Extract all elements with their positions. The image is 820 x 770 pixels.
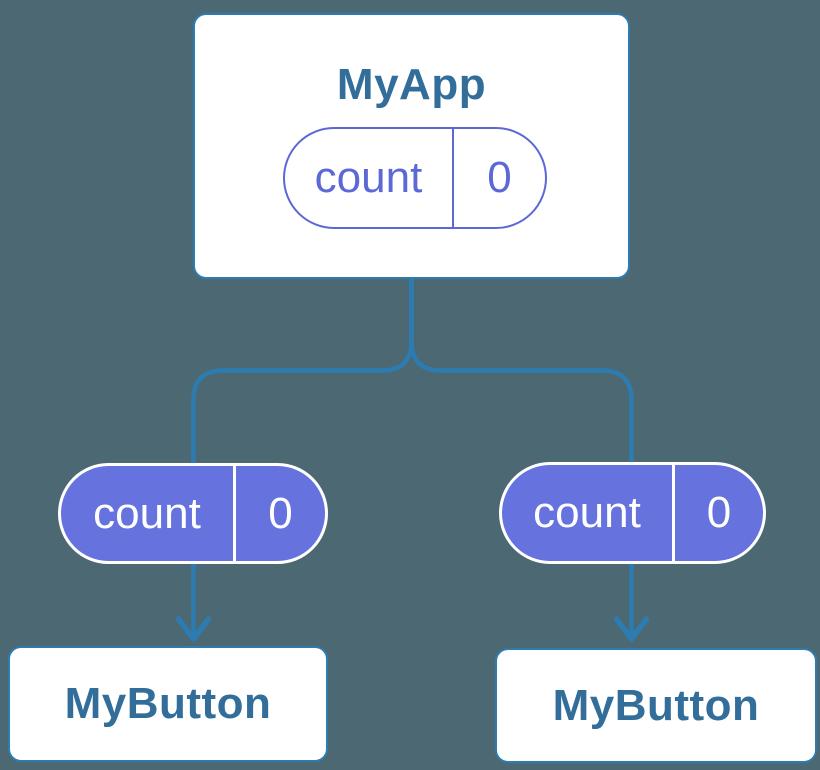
child-component-title: MyButton — [552, 680, 760, 730]
prop-value: 0 — [672, 465, 763, 561]
fork-branch-left — [191, 278, 414, 470]
parent-state-pill: count 0 — [283, 127, 547, 229]
arrow-head-left-icon — [175, 616, 212, 642]
child-1-component-box: MyButton — [8, 646, 328, 762]
prop-name: count — [93, 488, 201, 538]
parent-component-title: MyApp — [336, 60, 487, 109]
state-value: 0 — [452, 129, 545, 227]
state-name: count — [314, 153, 423, 202]
prop-name: count — [533, 488, 641, 537]
child-1-prop-pill: count 0 — [58, 463, 328, 564]
arrow-head-right-icon — [613, 616, 650, 642]
child-component-title: MyButton — [64, 679, 272, 728]
prop-value: 0 — [233, 466, 325, 561]
child-2-component-box: MyButton — [495, 648, 817, 763]
child-2-prop-pill: count 0 — [499, 462, 766, 564]
fork-branch-right — [409, 278, 634, 470]
parent-component-box — [193, 13, 630, 279]
